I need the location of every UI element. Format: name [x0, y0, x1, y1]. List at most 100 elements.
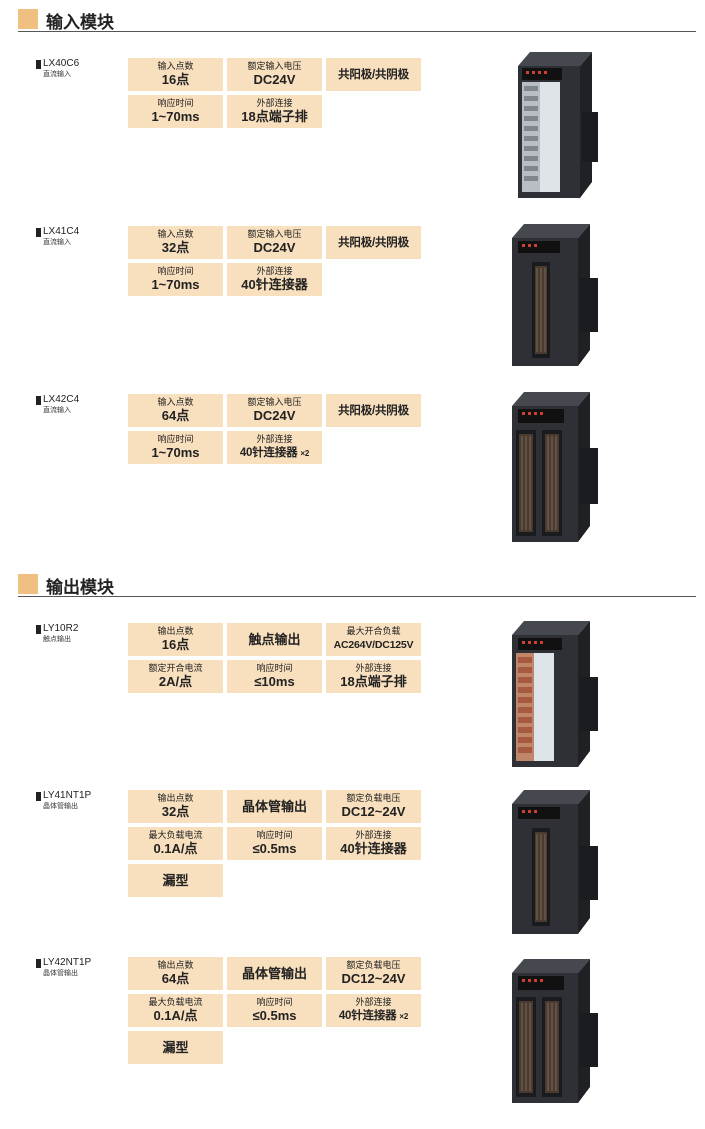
spec-value: DC24V: [253, 408, 296, 423]
spec-cell: 响应时间≤10ms: [227, 660, 322, 693]
spec-label: 输出点数: [157, 626, 194, 636]
spec-value: 18点端子排: [241, 109, 308, 124]
model-label: LX41C4 直流输入: [36, 226, 79, 248]
spec-label: 外部连接: [256, 434, 293, 444]
spec-label: 额定开合电流: [148, 663, 203, 673]
model-name: LY10R2: [43, 623, 79, 634]
model-subtitle: 直流输入: [43, 407, 71, 414]
spec-label: 最大负载电流: [148, 997, 203, 1007]
spec-value: ≤10ms: [254, 674, 295, 689]
spec-value: 32点: [161, 804, 190, 819]
product-image-connector: [512, 790, 598, 934]
spec-value: 16点: [161, 637, 190, 652]
spec-value: 64点: [161, 971, 190, 986]
model-name: LY41NT1P: [43, 790, 92, 801]
spec-label: 响应时间: [157, 434, 194, 444]
spec-cell: 触点输出: [227, 623, 322, 656]
spec-label: 最大开合负载: [346, 626, 401, 636]
bullet-square: [36, 958, 41, 968]
spec-value: 1~70ms: [151, 109, 200, 124]
spec-label: 输入点数: [157, 397, 194, 407]
spec-value: DC24V: [253, 72, 296, 87]
spec-label: 响应时间: [256, 830, 293, 840]
spec-value: 16点: [161, 72, 190, 87]
spec-value: 32点: [161, 240, 190, 255]
section-title: 输入模块: [46, 13, 114, 32]
spec-value: 共阳极/共阴极: [338, 236, 409, 249]
spec-value: ≤0.5ms: [252, 841, 297, 856]
spec-label: 响应时间: [157, 266, 194, 276]
model-subtitle: 直流输入: [43, 239, 71, 246]
spec-label: 额定输入电压: [247, 229, 302, 239]
spec-suffix: ×2: [300, 449, 310, 458]
bullet-square: [36, 791, 41, 801]
spec-cell: 晶体管输出: [227, 957, 322, 990]
model-label: LY41NT1P 晶体管输出: [36, 790, 91, 812]
spec-label: 额定输入电压: [247, 397, 302, 407]
model-name: LX40C6: [43, 58, 80, 69]
spec-cell: 响应时间≤0.5ms: [227, 827, 322, 860]
model-name: LX42C4: [43, 394, 80, 405]
spec-cell: 响应时间≤0.5ms: [227, 994, 322, 1027]
spec-label: 额定输入电压: [247, 61, 302, 71]
spec-value: 晶体管输出: [241, 965, 307, 981]
product-image-connector: [512, 224, 598, 366]
model-label: LX42C4 直流输入: [36, 394, 79, 416]
spec-label: 输入点数: [157, 229, 194, 239]
model-label: LY42NT1P 晶体管输出: [36, 957, 91, 979]
model-label: LY10R2 触点输出: [36, 623, 78, 645]
section-marker: [18, 574, 38, 594]
spec-value: DC12~24V: [341, 971, 406, 986]
spec-label: 外部连接: [355, 663, 392, 673]
spec-value: 晶体管输出: [241, 798, 307, 814]
spec-value: 1~70ms: [151, 445, 200, 460]
bullet-square: [36, 395, 41, 405]
spec-label: 外部连接: [355, 997, 392, 1007]
product-image-terminal-block: [518, 52, 598, 198]
spec-value: 触点输出: [248, 631, 301, 647]
spec-value: 漏型: [162, 872, 189, 888]
spec-value: 共阳极/共阴极: [338, 404, 409, 417]
spec-value: DC24V: [253, 240, 296, 255]
spec-cell: 共阳极/共阴极: [326, 226, 421, 259]
spec-value: 64点: [161, 408, 190, 423]
spec-value: 0.1A/点: [153, 1008, 198, 1023]
spec-value: DC12~24V: [341, 804, 406, 819]
spec-label: 响应时间: [256, 997, 293, 1007]
model-label: LX40C6 直流输入: [36, 58, 79, 80]
spec-value: 0.1A/点: [153, 841, 198, 856]
spec-label: 响应时间: [157, 98, 194, 108]
spec-label: 输出点数: [157, 960, 194, 970]
spec-cell: 晶体管输出: [227, 790, 322, 823]
product-image-dual-connector: [512, 392, 598, 542]
input-section-header: 输入模块: [18, 6, 696, 32]
bullet-square: [36, 227, 41, 237]
model-subtitle: 晶体管输出: [43, 803, 78, 810]
product-image-dual-connector: [512, 959, 598, 1103]
spec-cell: 共阳极/共阴极: [326, 58, 421, 91]
spec-label: 额定负载电压: [346, 960, 401, 970]
spec-cell: 漏型: [128, 1031, 223, 1064]
spec-label: 输出点数: [157, 793, 194, 803]
spec-value: 18点端子排: [340, 674, 407, 689]
spec-value: 共阳极/共阴极: [338, 68, 409, 81]
product-image-relay-terminal: [512, 621, 598, 767]
spec-label: 外部连接: [256, 266, 293, 276]
spec-label: 外部连接: [256, 98, 293, 108]
